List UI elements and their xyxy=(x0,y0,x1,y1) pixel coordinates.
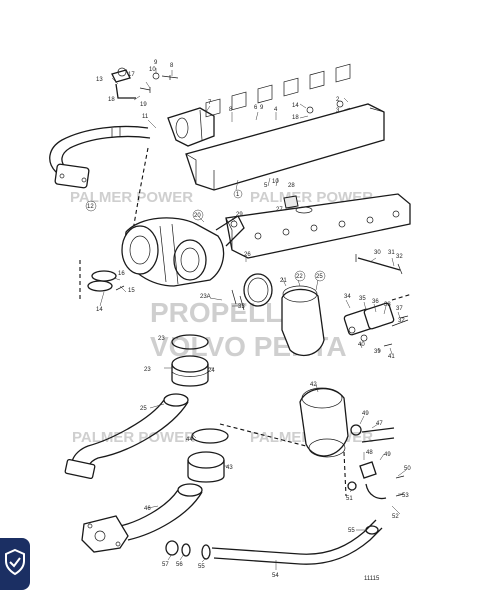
callout-20-circle xyxy=(192,209,204,221)
callout-39: 39 xyxy=(374,349,381,355)
leader-lines xyxy=(99,68,407,570)
callout-32b: 32 xyxy=(398,318,405,324)
callout-44: 44 xyxy=(186,437,193,443)
part-right-fittings xyxy=(343,254,413,347)
callout-7: 7 xyxy=(208,100,212,106)
watermark-top-left: PALMER POWER xyxy=(70,189,193,206)
part-elbow-42 xyxy=(299,387,349,458)
callout-24: 24 xyxy=(208,368,215,374)
callout-41: 41 xyxy=(388,354,395,360)
callout-11: 11 xyxy=(142,114,149,120)
part-exhaust-manifold xyxy=(225,193,411,259)
callout-52: 52 xyxy=(392,514,399,520)
callout-33: 33 xyxy=(238,304,245,310)
callout-numbers: 9 8 10 13 17 18 19 11 7 8 6 9 4 14 18 2 … xyxy=(85,60,411,582)
callout-23c: 23 xyxy=(144,367,151,373)
callout-1: 1 xyxy=(236,192,240,198)
callout-30: 30 xyxy=(374,250,381,256)
part-intake-manifold xyxy=(185,63,385,191)
callout-22: 22 xyxy=(296,274,303,280)
callout-49b: 49 xyxy=(384,452,391,458)
security-badge[interactable] xyxy=(0,538,30,590)
shield-check-icon xyxy=(5,548,25,576)
callout-54: 54 xyxy=(272,573,279,579)
part-exhaust-elbow xyxy=(167,107,215,147)
part-bottom-hose-54 xyxy=(165,519,383,565)
callout-3: 3 xyxy=(336,108,340,114)
callout-9b: 9 xyxy=(260,105,264,111)
callout-26: 26 xyxy=(244,252,251,258)
callout-18b: 18 xyxy=(292,115,299,121)
callout-5: 5 xyxy=(264,183,268,189)
callout-14b: 14 xyxy=(96,307,103,313)
part-clamps-23-24 xyxy=(171,334,209,387)
part-clamp-pipe xyxy=(231,273,325,357)
part-bracket-sensor xyxy=(111,67,179,99)
callout-51: 51 xyxy=(346,496,353,502)
callout-10a: 10 xyxy=(149,67,156,73)
callout-23b: 23 xyxy=(158,336,165,342)
callout-14a: 14 xyxy=(292,103,299,109)
callout-57: 57 xyxy=(162,562,169,568)
callout-56: 56 xyxy=(176,562,183,568)
callout-18a: 18 xyxy=(108,97,115,103)
callout-29: 29 xyxy=(236,212,243,218)
callout-13: 13 xyxy=(96,77,103,83)
callout-31: 31 xyxy=(388,250,395,256)
callout-47: 47 xyxy=(376,421,383,427)
callout-32a: 32 xyxy=(396,254,403,260)
callout-38: 38 xyxy=(384,302,391,308)
callout-9a: 9 xyxy=(154,60,158,66)
drawing-number: 11115 xyxy=(364,576,380,582)
callout-37: 37 xyxy=(396,306,403,312)
callout-36: 36 xyxy=(372,299,379,305)
callout-19: 19 xyxy=(140,102,147,108)
callout-10b: 10 xyxy=(272,179,279,185)
callout-43: 43 xyxy=(226,465,233,471)
callout-55a: 55 xyxy=(348,528,355,534)
callout-25a-circle xyxy=(314,270,326,282)
callout-48: 48 xyxy=(366,450,373,456)
callout-6: 6 xyxy=(254,105,258,111)
part-clamps-43-44 xyxy=(187,423,307,483)
callout-2: 2 xyxy=(336,97,340,103)
part-gasket-rings xyxy=(79,260,125,300)
part-turbocharger xyxy=(121,215,245,287)
callout-34: 34 xyxy=(344,294,351,300)
part-fittings-47-52 xyxy=(343,424,405,500)
callout-27: 27 xyxy=(276,207,283,213)
callout-55b: 55 xyxy=(198,564,205,570)
callout-4: 4 xyxy=(274,107,278,113)
callout-40: 40 xyxy=(358,342,365,348)
callout-25a: 25 xyxy=(316,274,323,280)
callout-22-circle xyxy=(294,270,306,282)
part-lower-pipe-46 xyxy=(81,483,203,553)
callout-25b: 25 xyxy=(140,406,147,412)
watermark-bottom-left: PALMER POWER xyxy=(72,429,195,446)
part-lower-elbow-25 xyxy=(64,393,189,480)
part-inlet-pipe xyxy=(49,125,151,237)
callout-53: 53 xyxy=(402,493,409,499)
callout-35: 35 xyxy=(359,296,366,302)
callout-49a: 49 xyxy=(362,411,369,417)
callout-12: 12 xyxy=(87,204,94,210)
callout-15: 15 xyxy=(128,288,135,294)
callout-20: 20 xyxy=(194,213,201,219)
callout-17: 17 xyxy=(128,72,135,78)
callout-8a: 8 xyxy=(170,63,174,69)
callout-50: 50 xyxy=(404,466,411,472)
callout-46: 46 xyxy=(144,506,151,512)
callout-42: 42 xyxy=(310,382,317,388)
callout-28: 28 xyxy=(288,183,295,189)
callout-16: 16 xyxy=(118,271,125,277)
callout-8b: 8 xyxy=(229,107,233,113)
callout-21: 21 xyxy=(280,278,287,284)
callout-12-circle xyxy=(85,200,97,212)
callout-1-circle xyxy=(233,189,243,199)
callout-23a-label: 23A xyxy=(200,294,211,300)
